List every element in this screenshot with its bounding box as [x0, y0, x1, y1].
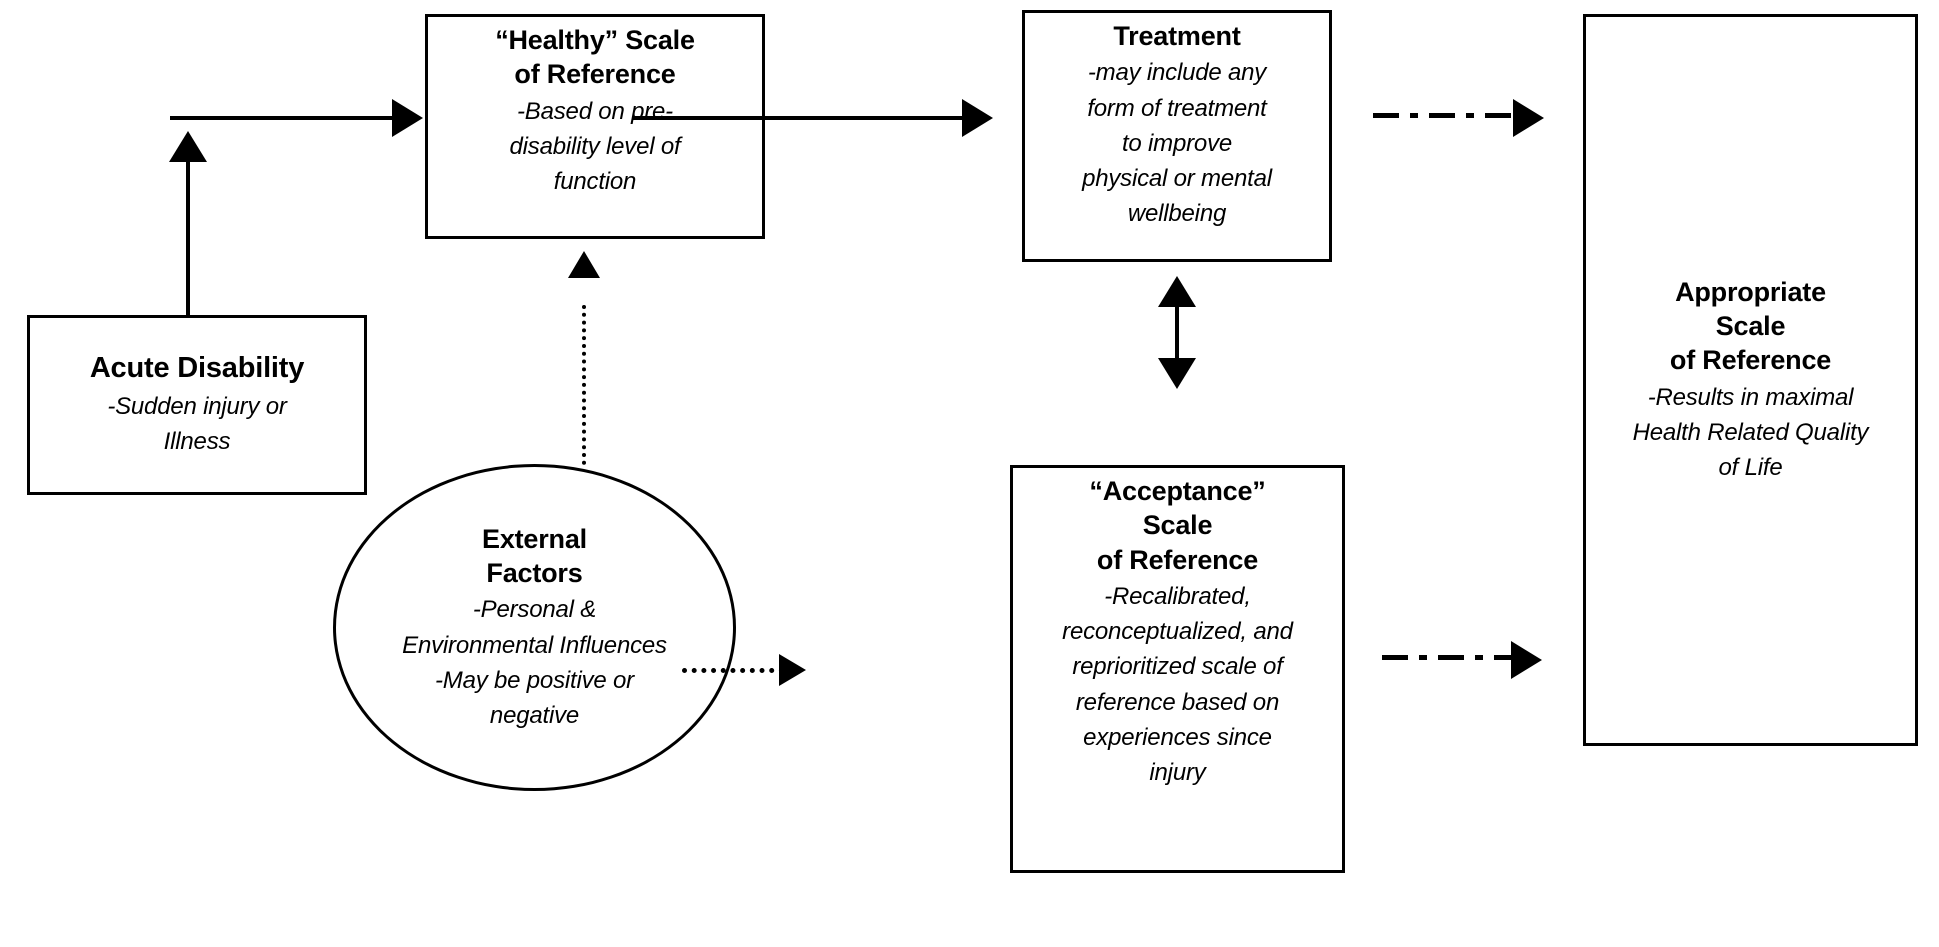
node-acute-disability-desc: -Sudden injury or Illness	[107, 393, 287, 456]
node-acceptance-scale-of-reference-title: “Acceptance” Scale of Reference	[1089, 476, 1266, 575]
connector-healthy-to-treatment-line	[632, 116, 962, 120]
node-appropriate-scale-of-reference[interactable]: Appropriate Scale of Reference -Results …	[1583, 14, 1918, 746]
node-appropriate-scale-of-reference-title: Appropriate Scale of Reference	[1669, 276, 1832, 376]
node-external-factors-desc: -Personal & Environmental Influences -Ma…	[402, 596, 667, 730]
arrowhead-right-icon	[1513, 99, 1544, 137]
arrowhead-down-icon	[1158, 358, 1196, 389]
arrowhead-right-icon	[779, 654, 806, 686]
node-treatment[interactable]: Treatment -may include any form of treat…	[1022, 10, 1332, 262]
node-acute-disability-title: Acute Disability	[89, 352, 305, 385]
node-healthy-scale-of-reference[interactable]: “Healthy” Scale of Reference -Based on p…	[425, 14, 765, 239]
node-healthy-scale-of-reference-desc: -Based on pre- disability level of funct…	[509, 97, 681, 196]
arrowhead-right-icon	[392, 99, 423, 137]
connector-treatment-acceptance-line	[1175, 300, 1179, 365]
node-healthy-scale-of-reference-title: “Healthy” Scale of Reference	[495, 25, 695, 90]
node-external-factors-title: External Factors	[482, 523, 587, 588]
connector-acceptance-to-appropriate-line	[1382, 655, 1519, 660]
connector-external-to-acceptance-line	[682, 668, 784, 673]
node-acute-disability[interactable]: Acute Disability -Sudden injury or Illne…	[27, 315, 367, 495]
node-treatment-desc: -may include any form of treatment to im…	[1082, 59, 1272, 228]
connector-acute-up-line	[186, 157, 190, 315]
node-appropriate-scale-of-reference-desc: -Results in maximal Health Related Quali…	[1632, 383, 1869, 482]
arrowhead-up-icon	[1158, 276, 1196, 307]
connector-treatment-to-appropriate-line	[1373, 113, 1521, 118]
arrowhead-up-icon	[568, 251, 600, 278]
arrowhead-right-icon	[962, 99, 993, 137]
arrowhead-right-icon	[1511, 641, 1542, 679]
connector-acute-to-healthy-line	[170, 116, 392, 120]
node-acceptance-scale-of-reference[interactable]: “Acceptance” Scale of Reference -Recalib…	[1010, 465, 1345, 873]
node-external-factors[interactable]: External Factors -Personal & Environment…	[333, 464, 736, 791]
arrowhead-up-icon	[169, 131, 207, 162]
connector-external-to-healthy-line	[582, 305, 586, 465]
node-acceptance-scale-of-reference-desc: -Recalibrated, reconceptualized, and rep…	[1062, 582, 1293, 787]
node-treatment-title: Treatment	[1113, 21, 1241, 51]
